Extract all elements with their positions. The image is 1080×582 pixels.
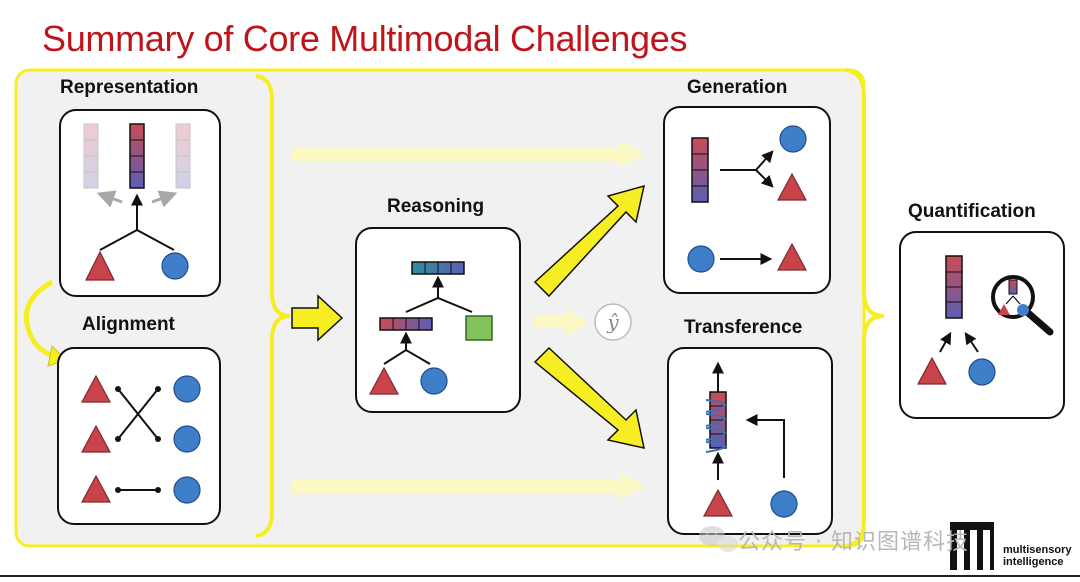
arrow-into-reasoning [291,294,344,342]
generation-triangle-out [776,172,808,201]
brand-line-2: intelligence [1003,556,1064,568]
left-brace [255,74,291,538]
output-circle [594,303,632,341]
label-generation: Generation [687,77,788,98]
wechat-icon [699,526,738,552]
label-reasoning: Reasoning [387,196,485,217]
fused-vector [129,123,145,189]
label-transference: Transference [684,317,803,338]
circle-2 [173,425,201,453]
reasoning-top-vector [411,261,465,275]
green-square [465,315,493,341]
output-symbol: ŷ [607,310,619,334]
reasoning-circle [420,367,448,395]
quantification-vector [945,255,963,319]
generation-circle-out [779,125,807,153]
pale-arrow-to-output [534,308,588,336]
right-brace [845,68,885,548]
quantification-triangle [916,356,948,385]
label-representation: Representation [60,77,199,98]
brand-logo-icon [950,522,994,570]
brand-name: multisensory intelligence [1003,544,1071,568]
reasoning-box [355,227,521,413]
watermark-text: 公众号 · 知识图谱科技 [738,530,969,555]
coil [705,399,726,453]
circle-1 [173,375,201,403]
transference-vector [709,391,727,449]
magnifier-icon [991,275,1054,336]
transference-box [667,347,833,535]
curved-arrow-to-alignment [24,279,55,359]
generation-triangle-target [776,242,808,271]
faded-vector-left [83,123,99,189]
pale-arrow-bottom [292,473,646,499]
bottom-rule [0,575,1080,577]
triangle-modality [85,250,115,281]
transference-circle [770,490,798,518]
arrow-to-generation [533,184,646,298]
circle-modality [161,252,189,280]
label-alignment: Alignment [82,314,175,335]
generation-vector [691,137,709,203]
faded-vector-right [175,123,191,189]
triangle-2 [80,424,112,453]
pale-arrow-top [292,141,646,167]
reasoning-mid-vector [379,317,433,331]
quantification-circle [968,358,996,386]
reasoning-triangle [368,366,400,395]
transference-triangle [702,488,734,517]
arrow-to-transference [533,346,645,449]
circle-3 [173,476,201,504]
triangle-1 [80,374,112,403]
slide-title: Summary of Core Multimodal Challenges [42,18,688,59]
triangle-3 [80,474,112,503]
generation-circle-in [687,245,715,273]
brand-line-1: multisensory [1003,544,1072,556]
label-quantification: Quantification [908,201,1036,222]
